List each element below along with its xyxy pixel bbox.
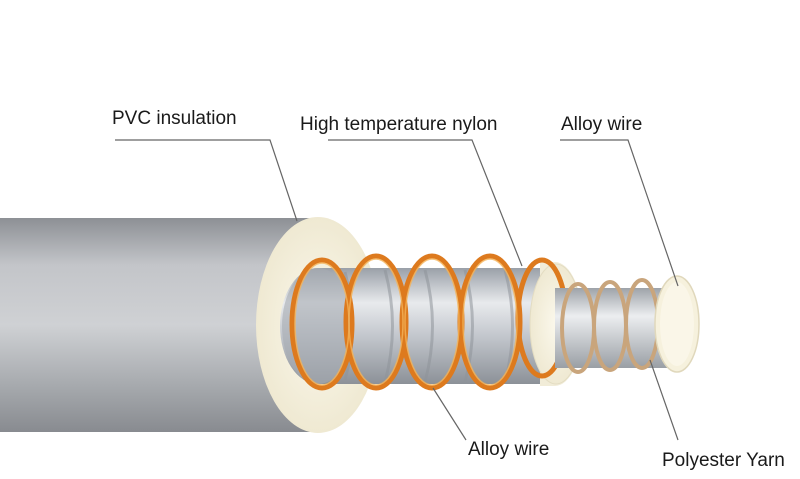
leader-polyester xyxy=(649,359,679,441)
leader-nylon xyxy=(328,139,523,267)
label-alloy-wire-top: Alloy wire xyxy=(561,114,643,135)
leader-alloy-top xyxy=(560,139,679,287)
label-alloy-wire-bottom: Alloy wire xyxy=(468,439,550,460)
copper-spiral xyxy=(289,253,569,391)
label-high-temperature-nylon: High temperature nylon xyxy=(300,114,498,135)
label-polyester-yarn: Polyester Yarn xyxy=(662,450,785,471)
leader-lines xyxy=(115,139,679,441)
copper-spiral-highlight xyxy=(294,258,518,386)
leader-alloy-bottom xyxy=(432,387,467,441)
label-pvc-insulation: PVC insulation xyxy=(112,108,237,129)
leader-pvc xyxy=(115,139,298,222)
polyester-yarn-tip xyxy=(654,275,700,373)
